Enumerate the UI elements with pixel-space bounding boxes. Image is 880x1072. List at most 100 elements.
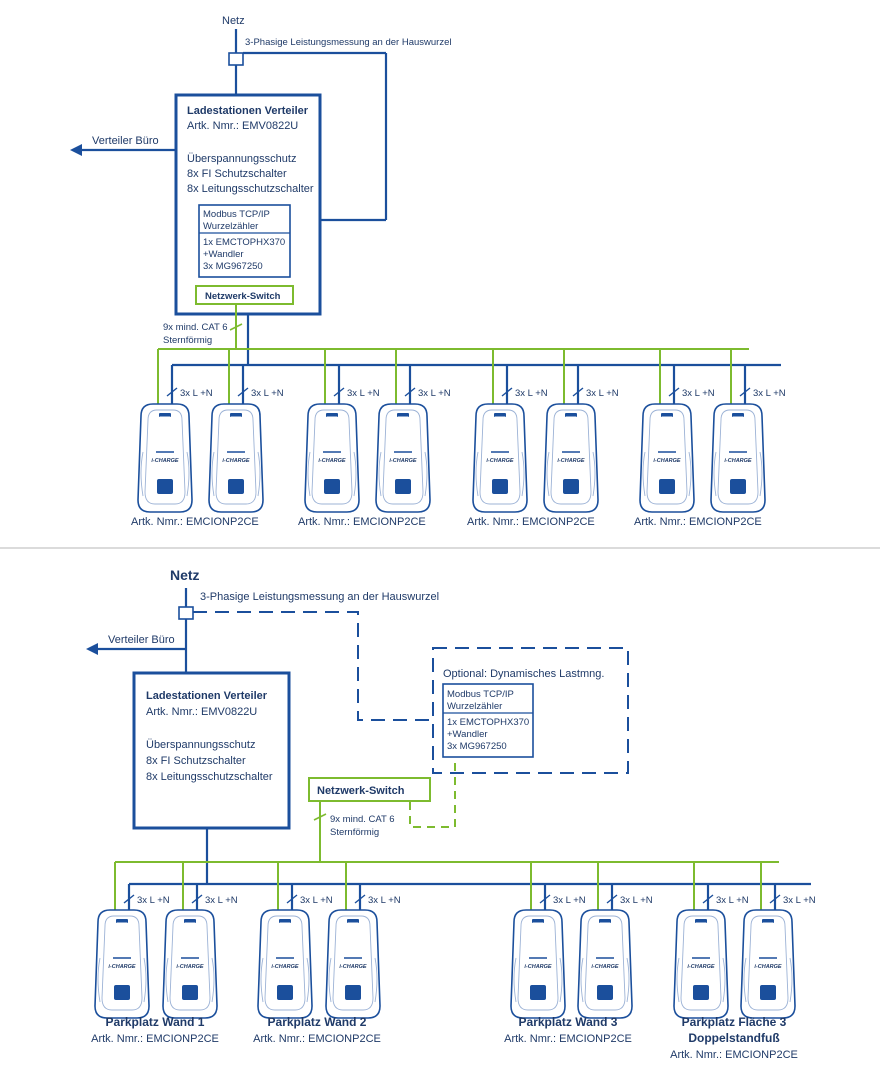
top-meter-line-3: 3x MG967250 (203, 261, 263, 272)
bottom-meter-header-2: Wurzelzähler (447, 701, 502, 712)
wallbox-charger: i-CHARGE (375, 403, 431, 513)
charger-brand-label: i-CHARGE (176, 964, 204, 970)
cable-tick (286, 894, 298, 904)
group-name-wand-2: Parkplatz Wand 2 (268, 1015, 367, 1029)
bottom-distributor-line-2: 8x FI Schutzschalter (146, 755, 246, 767)
top-meter-box (198, 204, 291, 278)
wallbox-charger: i-CHARGE (208, 403, 264, 513)
bottom-meter-line-3: 3x MG967250 (447, 741, 507, 752)
cable-tick (739, 387, 751, 397)
cable-tick (404, 387, 416, 397)
power-cable-label: 3x L +N (347, 388, 380, 399)
bottom-distributor-line-3: 8x Leitungsschutzschalter (146, 771, 273, 783)
power-cable-label: 3x L +N (180, 388, 213, 399)
top-network-switch-label: Netzwerk-Switch (205, 291, 281, 302)
top-network-switch-box (195, 285, 294, 305)
charger-brand-label: i-CHARGE (591, 964, 619, 970)
wallbox-charger: i-CHARGE (94, 909, 150, 1019)
charger-brand-label: i-CHARGE (687, 964, 715, 970)
bottom-cable-label-1: 9x mind. CAT 6 (330, 814, 395, 825)
charger-brand-label: i-CHARGE (724, 458, 752, 464)
bottom-measurement-label: 3-Phasige Leistungsmessung an der Hauswu… (200, 591, 439, 603)
cable-tick (606, 894, 618, 904)
charger-brand-label: i-CHARGE (524, 964, 552, 970)
cable-tick (501, 387, 513, 397)
power-cable-label: 3x L +N (300, 895, 333, 906)
bottom-netz-label: Netz (170, 567, 200, 583)
charger-brand-label: i-CHARGE (486, 458, 514, 464)
wallbox-charger: i-CHARGE (257, 909, 313, 1019)
power-cable-label: 3x L +N (586, 388, 619, 399)
cable-tick (354, 894, 366, 904)
top-meter-line-2: +Wandler (203, 249, 244, 260)
top-distributor-article: Artk. Nmr.: EMV0822U (187, 120, 298, 132)
power-cable-label: 3x L +N (783, 895, 816, 906)
cable-tick (769, 894, 781, 904)
top-cable-label-1: 9x mind. CAT 6 (163, 322, 228, 333)
bottom-chargers: i-CHARGE i-CHARGE i-CHARGE i-CHARGE i-CHARGE… (94, 909, 796, 1019)
top-arrow-left-icon (70, 144, 82, 156)
group-article-wand-1: Artk. Nmr.: EMCIONP2CE (91, 1033, 219, 1045)
bottom-meter-box (442, 683, 534, 758)
bottom-distributor-line-1: Überspannungsschutz (146, 739, 255, 751)
top-chargers: i-CHARGE i-CHARGE i-CHARGE i-CHARGE i-CHARGE… (137, 403, 766, 513)
bottom-meter-line-2: +Wandler (447, 729, 488, 740)
bottom-arrow-left-icon (86, 643, 98, 655)
cable-tick (123, 894, 135, 904)
power-cable-label: 3x L +N (515, 388, 548, 399)
bottom-diagram: Netz 3-Phasige Leistungsmessung an der H… (86, 567, 816, 1061)
top-meter-line-1: 1x EMCTOPHX370 (203, 237, 285, 248)
wallbox-charger: i-CHARGE (740, 909, 796, 1019)
charger-brand-label: i-CHARGE (339, 964, 367, 970)
cable-tick (237, 387, 249, 397)
charger-brand-label: i-CHARGE (108, 964, 136, 970)
wallbox-charger: i-CHARGE (673, 909, 729, 1019)
top-netz-label: Netz (222, 15, 245, 27)
cable-tick (539, 894, 551, 904)
top-article-label: Artk. Nmr.: EMCIONP2CE (467, 516, 595, 528)
top-current-transformer-icon (228, 52, 244, 66)
cable-tick (166, 387, 178, 397)
bottom-optional-box (432, 647, 629, 774)
group-article-flaeche-3: Artk. Nmr.: EMCIONP2CE (670, 1049, 798, 1061)
bottom-meter-line-1: 1x EMCTOPHX370 (447, 717, 529, 728)
charger-brand-label: i-CHARGE (318, 458, 346, 464)
wallbox-charger: i-CHARGE (162, 909, 218, 1019)
power-cable-label: 3x L +N (418, 388, 451, 399)
cable-tick (333, 387, 345, 397)
wallbox-charger: i-CHARGE (577, 909, 633, 1019)
top-verteiler-buero-label: Verteiler Büro (92, 135, 159, 147)
group-article-wand-3: Artk. Nmr.: EMCIONP2CE (504, 1033, 632, 1045)
top-article-label: Artk. Nmr.: EMCIONP2CE (131, 516, 259, 528)
bottom-distributor-title: Ladestationen Verteiler (146, 690, 268, 702)
top-article-label: Artk. Nmr.: EMCIONP2CE (634, 516, 762, 528)
wallbox-charger: i-CHARGE (472, 403, 528, 513)
cable-tick (191, 894, 203, 904)
bottom-meter-header-1: Modbus TCP/IP (447, 689, 514, 700)
power-cable-label: 3x L +N (682, 388, 715, 399)
power-cable-label: 3x L +N (251, 388, 284, 399)
cable-tick (572, 387, 584, 397)
bottom-current-transformer-icon (178, 606, 194, 620)
wallbox-charger: i-CHARGE (137, 403, 193, 513)
cable-tick (668, 387, 680, 397)
bottom-network-switch-box (308, 777, 431, 802)
cable-tick (702, 894, 714, 904)
group-name-flaeche-3-line-2: Doppelstandfuß (688, 1031, 779, 1045)
bottom-verteiler-buero-label: Verteiler Büro (108, 634, 175, 646)
power-cable-label: 3x L +N (553, 895, 586, 906)
top-distributor-line-3: 8x Leitungsschutzschalter (187, 183, 314, 195)
wallbox-charger: i-CHARGE (710, 403, 766, 513)
bottom-network-switch-label: Netzwerk-Switch (317, 785, 405, 797)
bottom-distributor-box (132, 671, 291, 830)
bottom-cable-label-2: Sternförmig (330, 827, 379, 838)
bottom-distributor-article: Artk. Nmr.: EMV0822U (146, 706, 257, 718)
power-cable-label: 3x L +N (753, 388, 786, 399)
top-distributor-title: Ladestationen Verteiler (187, 105, 309, 117)
bottom-optional-label: Optional: Dynamisches Lastmng. (443, 668, 604, 680)
group-name-flaeche-3: Parkplatz Fläche 3 (682, 1015, 787, 1029)
charger-brand-label: i-CHARGE (222, 458, 250, 464)
charger-brand-label: i-CHARGE (557, 458, 585, 464)
top-diagram: Netz 3-Phasige Leistungsmessung an der H… (70, 15, 786, 528)
